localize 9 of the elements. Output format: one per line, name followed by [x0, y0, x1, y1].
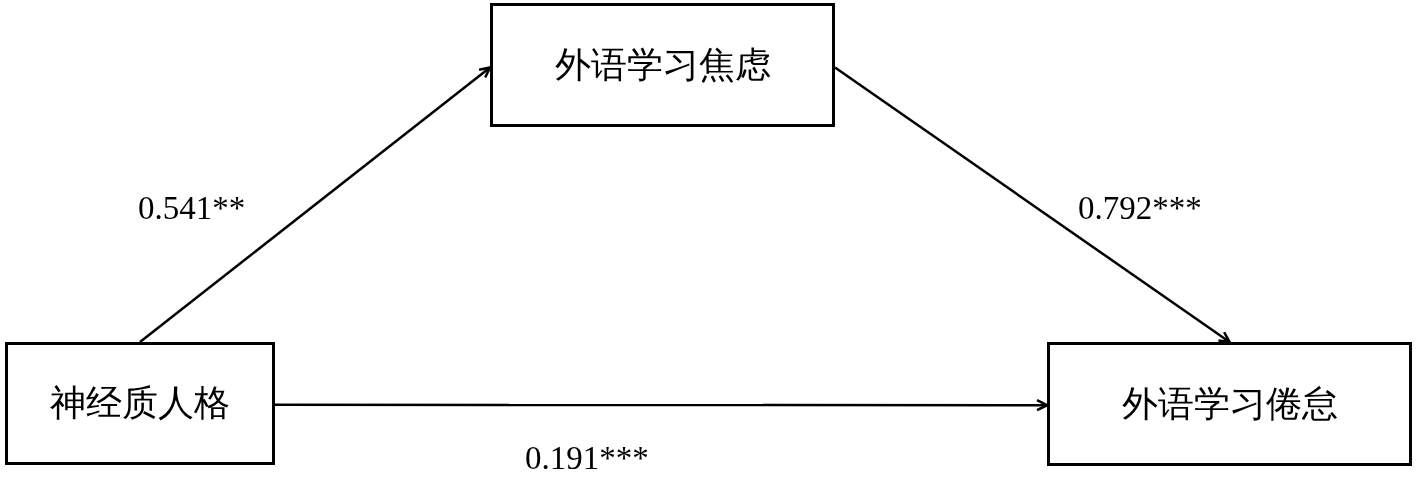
- arrow: [139, 66, 492, 343]
- process-box: [5, 342, 275, 465]
- process-box: [1047, 342, 1412, 466]
- process-box: [490, 3, 835, 127]
- arrow: [275, 399, 1049, 412]
- node-label: 外语学习焦虑: [554, 43, 771, 87]
- node-label: 外语学习倦怠: [1121, 382, 1338, 426]
- node-label: 神经质人格: [50, 382, 230, 425]
- arrow: [834, 66, 1231, 344]
